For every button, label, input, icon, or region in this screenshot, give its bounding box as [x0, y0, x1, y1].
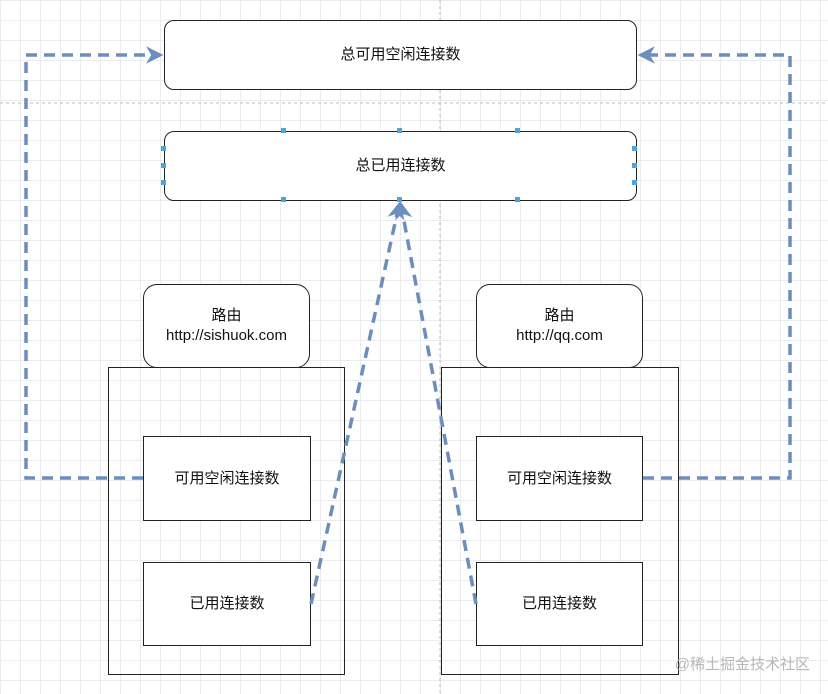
total-idle-connections-label: 总可用空闲连接数: [340, 46, 461, 63]
selection-handle[interactable]: [397, 197, 402, 202]
selection-handle[interactable]: [632, 180, 637, 185]
total-used-connections-node[interactable]: 总已用连接数: [161, 128, 637, 202]
connector-right-idle-to-total-idle[interactable]: [637, 46, 792, 480]
route-node-right[interactable]: 路由 http://qq.com: [476, 284, 643, 368]
connector-left-idle-to-total-idle[interactable]: [24, 46, 164, 480]
route-title: 路由: [544, 307, 575, 324]
route-url: http://qq.com: [516, 327, 603, 344]
route-title: 路由: [211, 307, 242, 324]
selection-handle[interactable]: [161, 180, 166, 185]
used-connections-label: 已用连接数: [189, 595, 265, 612]
idle-connections-label: 可用空闲连接数: [506, 469, 612, 487]
connector-left-used-to-total-used[interactable]: [309, 201, 405, 605]
right-idle-connections-node[interactable]: 可用空闲连接数: [476, 436, 643, 521]
route-url: http://sishuok.com: [166, 327, 287, 344]
selection-handle[interactable]: [161, 163, 166, 168]
left-used-connections-node[interactable]: 已用连接数: [143, 562, 311, 646]
used-connections-label: 已用连接数: [521, 595, 597, 612]
idle-connections-label: 可用空闲连接数: [174, 469, 280, 487]
selection-handle[interactable]: [632, 163, 637, 168]
route-node-left[interactable]: 路由 http://sishuok.com: [143, 284, 310, 368]
total-idle-connections-node[interactable]: 总可用空闲连接数: [164, 20, 637, 90]
watermark: @稀土掘金技术社区: [674, 656, 810, 673]
right-used-connections-node[interactable]: 已用连接数: [476, 562, 643, 646]
selection-handle[interactable]: [161, 146, 166, 151]
selection-handle[interactable]: [632, 146, 637, 151]
selection-handle[interactable]: [397, 128, 402, 133]
selection-handle[interactable]: [281, 197, 286, 202]
selection-handle[interactable]: [281, 128, 286, 133]
left-idle-connections-node[interactable]: 可用空闲连接数: [143, 436, 311, 521]
total-used-connections-label: 总已用连接数: [355, 157, 446, 174]
connector-right-used-to-total-used[interactable]: [394, 201, 478, 605]
selection-handle[interactable]: [515, 197, 520, 202]
selection-handle[interactable]: [515, 128, 520, 133]
